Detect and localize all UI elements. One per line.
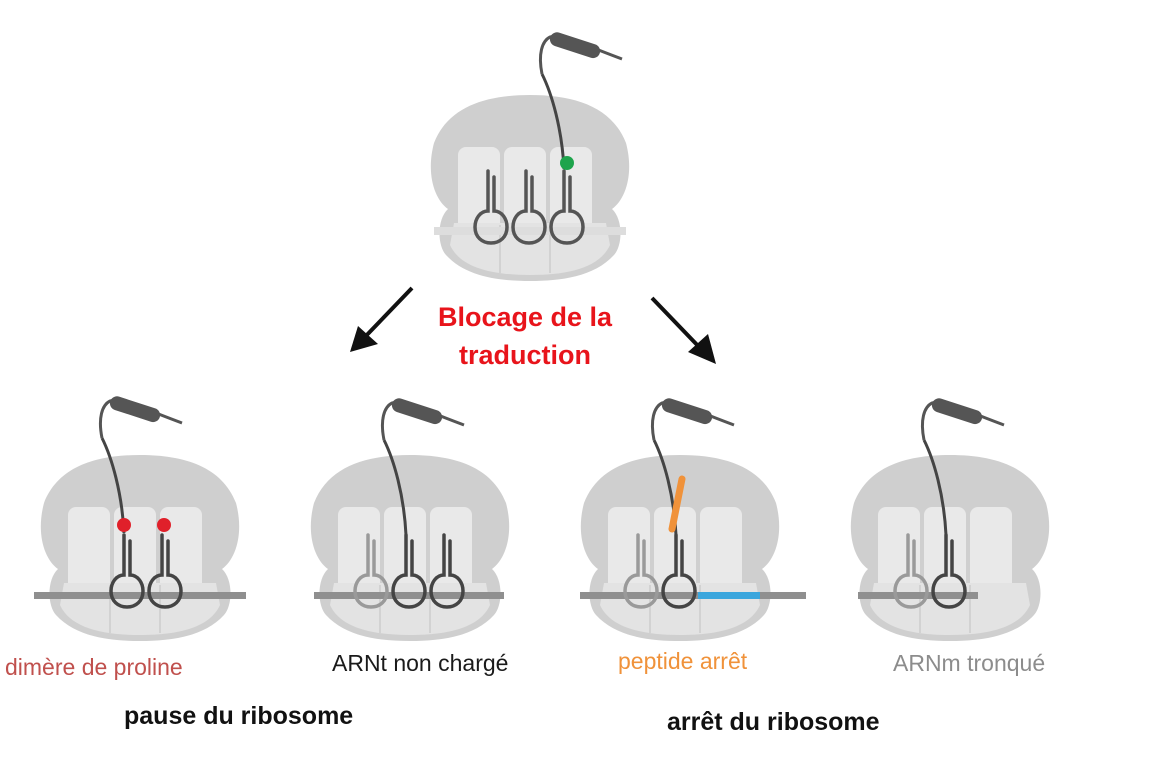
ribosome-center	[429, 28, 631, 282]
caption-trna: ARNt non chargé	[332, 650, 509, 676]
center-label-line1: Blocage de la	[437, 302, 613, 332]
caption-proline: dimère de proline	[5, 654, 183, 680]
caption-truncated: ARNm tronqué	[893, 650, 1046, 676]
green-dot-marker	[560, 156, 574, 170]
blue-mrna-segment	[698, 592, 760, 599]
red-dot-marker	[117, 518, 131, 532]
arrow-left	[350, 286, 414, 352]
ribosome-peptide	[579, 394, 806, 642]
ribosome-trna	[309, 394, 511, 642]
orange-peptide-segment	[668, 475, 686, 533]
group-label-arrest: arrêt du ribosome	[667, 708, 880, 736]
group-label-pause: pause du ribosome	[124, 702, 354, 730]
arrow-right	[650, 296, 716, 364]
center-label-line2: traduction	[459, 340, 591, 370]
red-dot-marker	[157, 518, 171, 532]
ribosome-truncated	[849, 394, 1051, 642]
caption-peptide: peptide arrêt	[618, 648, 748, 674]
center-label: Blocage de la traduction	[420, 298, 630, 374]
ribosome-proline	[34, 392, 246, 642]
